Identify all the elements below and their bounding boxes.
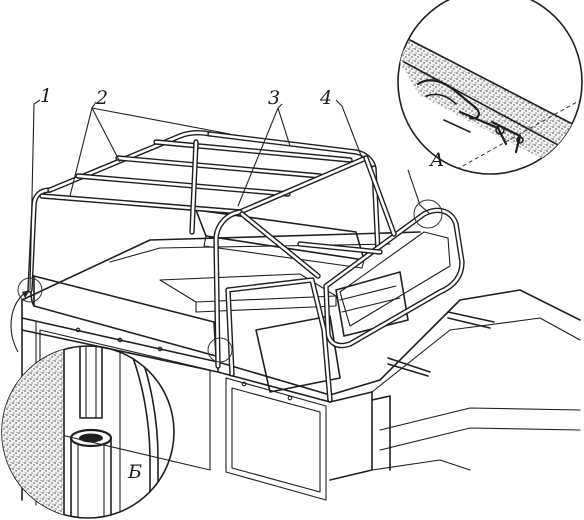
callout-2: 2 [95,87,108,109]
callout-detail-b: Б [127,461,142,483]
callout-detail-a: А [428,149,444,171]
callout-3: 3 [268,87,280,109]
callout-leaders [29,99,363,291]
vehicle-body [21,231,581,506]
callout-labels: 1 2 3 4 А Б [40,85,444,483]
detail-a-magnifier [397,0,583,229]
callout-1: 1 [40,85,52,107]
detail-b-magnifier [1,277,233,519]
callout-4: 4 [319,87,332,109]
roof-frame [27,129,465,403]
